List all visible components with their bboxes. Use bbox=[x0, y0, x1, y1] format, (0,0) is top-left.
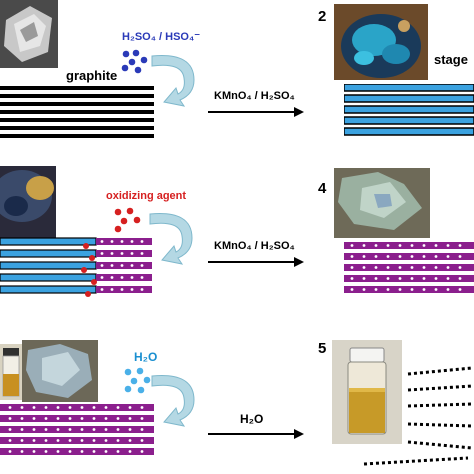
graphite-photo bbox=[0, 0, 58, 68]
reagent-label-2: oxidizing agent bbox=[106, 190, 187, 202]
oxidized-photo bbox=[334, 168, 430, 238]
transition-label-1: KMnO₄ / H₂SO₄ bbox=[214, 90, 295, 102]
oxidation-photo bbox=[0, 166, 56, 238]
graphite-layers bbox=[0, 86, 154, 138]
reagent-label-3: H₂O bbox=[134, 350, 158, 364]
vial-photo-small bbox=[0, 344, 22, 400]
step-number-5: 5 bbox=[318, 340, 327, 357]
curved-arrow-3-icon bbox=[151, 375, 195, 427]
reaction-arrow-2-icon bbox=[208, 257, 304, 267]
exfoliated-sheets bbox=[407, 366, 473, 450]
curved-arrow-2-icon bbox=[149, 213, 193, 265]
reaction-arrow-3-icon bbox=[208, 429, 304, 439]
oxidized-layers bbox=[344, 242, 474, 293]
reagent-dots-1 bbox=[121, 49, 148, 74]
exfoliated-sheet-bottom bbox=[363, 456, 469, 466]
dispersion-vial-photo bbox=[332, 340, 402, 444]
curved-arrow-1-icon bbox=[151, 55, 195, 107]
graphite-label: graphite bbox=[66, 68, 118, 83]
transition-label-3: H₂O bbox=[240, 412, 264, 426]
intercalated-layers bbox=[344, 84, 474, 136]
partially-oxidized-layers bbox=[0, 237, 152, 297]
step-number-2: 2 bbox=[318, 8, 327, 25]
reaction-arrow-1-icon bbox=[208, 107, 304, 117]
water-dots bbox=[124, 367, 151, 394]
step-number-4: 4 bbox=[318, 180, 327, 197]
oxidizer-dots bbox=[114, 207, 141, 233]
oxidized-layers-left bbox=[0, 404, 154, 455]
stage-photo bbox=[334, 4, 428, 80]
exfoliation-photo bbox=[22, 340, 98, 402]
reagent-label-1: H₂SO₄ / HSO₄⁻ bbox=[122, 31, 201, 43]
transition-label-2: KMnO₄ / H₂SO₄ bbox=[214, 240, 295, 252]
stage-label: stage bbox=[434, 52, 468, 67]
